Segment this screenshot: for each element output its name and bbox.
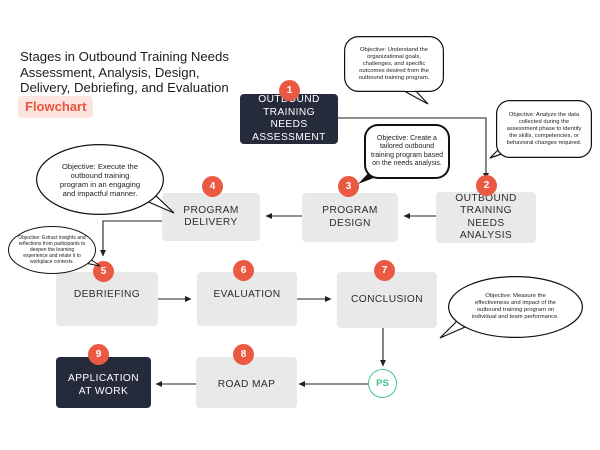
- stage-box-assessment: OUTBOUND TRAINING NEEDS ASSESSMENT: [240, 94, 338, 144]
- stage-label: EVALUATION: [213, 289, 281, 300]
- stage-number-badge: 3: [338, 176, 359, 197]
- stage-number-badge: 9: [88, 344, 109, 365]
- stage-label: CONCLUSION: [351, 293, 423, 305]
- stage-label: PROGRAM DELIVERY: [183, 204, 239, 229]
- stage-box-application-at-work: APPLICATION AT WORK: [56, 357, 151, 408]
- objective-text: Objective: Create a tailored outbound tr…: [371, 134, 443, 167]
- stage-box-conclusion: CONCLUSION: [337, 272, 437, 328]
- objective-text: Objective: Extract insights and reflecti…: [18, 235, 86, 265]
- stage-number-badge: 1: [279, 80, 300, 101]
- objective-text: Objective: Understand the organizational…: [358, 46, 430, 81]
- stage-label: PROGRAM DESIGN: [322, 205, 378, 229]
- objective-bubble-design: Objective: Create a tailored outbound tr…: [358, 124, 450, 184]
- stage-label: ROAD MAP: [217, 379, 276, 391]
- stage-box-debriefing: DEBRIEFING: [56, 272, 158, 326]
- stage-box-program-design: PROGRAM DESIGN: [302, 193, 398, 242]
- stage-number-badge: 2: [476, 175, 497, 196]
- arrow-4-to-5: [100, 220, 162, 257]
- page-title: Stages in Outbound Training Needs Assess…: [20, 49, 229, 95]
- objective-bubble-assessment: Objective: Understand the organizational…: [344, 36, 445, 105]
- objective-bubble-debriefing: Objective: Extract insights and reflecti…: [8, 226, 101, 274]
- stage-box-evaluation: EVALUATION: [197, 272, 297, 326]
- stage-number-badge: 5: [93, 261, 114, 282]
- stage-label: APPLICATION AT WORK: [68, 373, 140, 397]
- objective-text: Objective: Measure the effectiveness and…: [471, 293, 560, 320]
- stage-number-badge: 7: [374, 260, 395, 281]
- objective-text: Objective: Execute the outbound training…: [59, 161, 141, 198]
- stage-number-badge: 8: [233, 344, 254, 365]
- objective-bubble-conclusion: Objective: Measure the effectiveness and…: [439, 276, 584, 339]
- objective-text: Objective: Analyze the data collected du…: [506, 111, 582, 146]
- objective-bubble-analysis: Objective: Analyze the data collected du…: [489, 100, 593, 159]
- arrow-1-to-2: [338, 117, 489, 180]
- stage-box-program-delivery: PROGRAM DELIVERY: [162, 193, 260, 241]
- stage-label: OUTBOUND TRAINING NEEDS ANALYSIS: [455, 192, 517, 242]
- stage-box-road-map: ROAD MAP: [196, 357, 297, 408]
- stage-number-badge: 4: [202, 176, 223, 197]
- flowchart-tag: Flowchart: [18, 96, 94, 118]
- stage-label: DEBRIEFING: [73, 289, 141, 300]
- ps-node: PS: [368, 369, 397, 398]
- stage-number-badge: 6: [233, 260, 254, 281]
- stage-box-analysis: OUTBOUND TRAINING NEEDS ANALYSIS: [436, 192, 536, 243]
- stage-label: OUTBOUND TRAINING NEEDS ASSESSMENT: [252, 94, 326, 143]
- objective-bubble-delivery: Objective: Execute the outbound training…: [35, 143, 175, 216]
